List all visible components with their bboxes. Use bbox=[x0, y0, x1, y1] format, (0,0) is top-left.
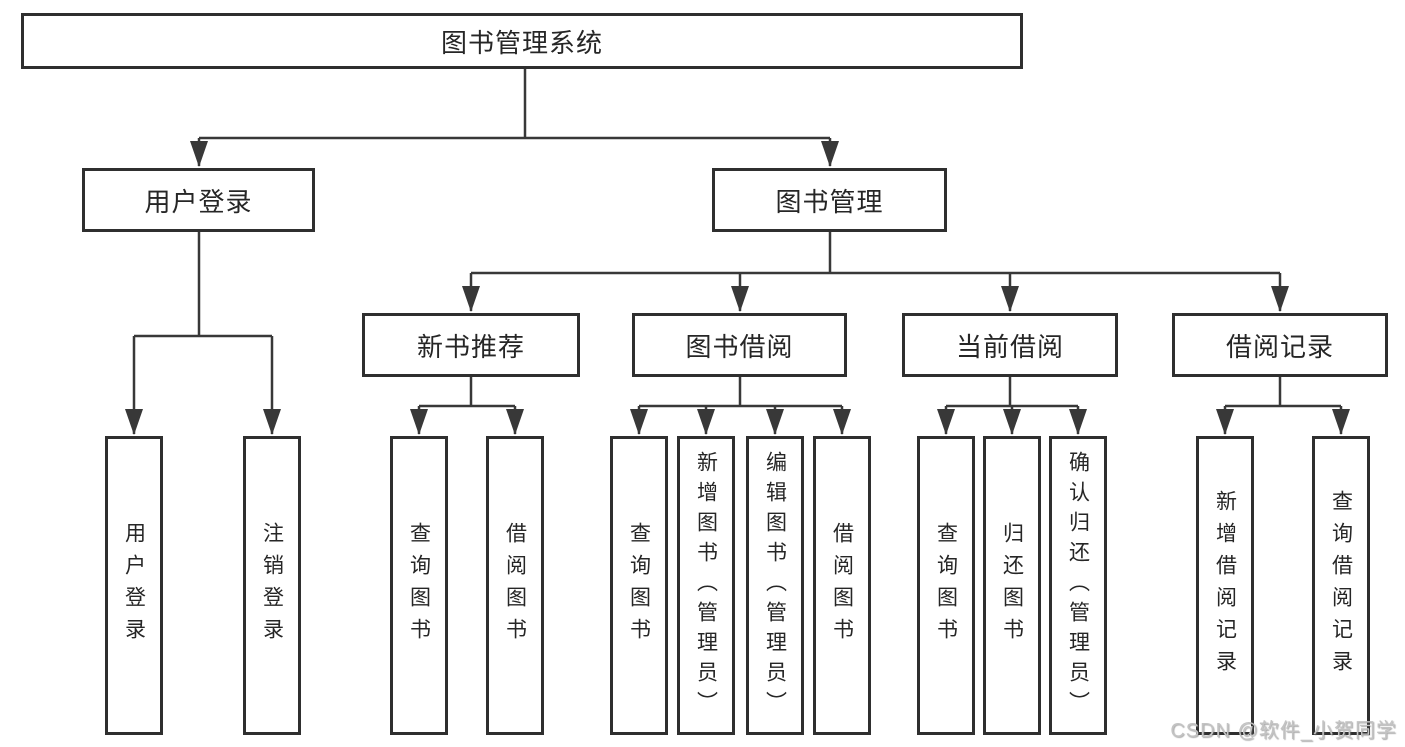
leaf-return-book: 归还图书 bbox=[983, 436, 1041, 735]
leaf-confirm-return-admin-label: 确认归还（管理员） bbox=[1066, 450, 1090, 721]
leaf-borrow-book-2-label: 借阅图书 bbox=[830, 521, 854, 650]
node-current-borrow-label: 当前借阅 bbox=[955, 331, 1064, 362]
leaf-user-login: 用户登录 bbox=[105, 436, 163, 735]
node-book-borrow-label: 图书借阅 bbox=[685, 331, 794, 362]
leaf-add-borrow-record-label: 新增借阅记录 bbox=[1213, 489, 1237, 682]
connector-book-borrow-to-leaves bbox=[630, 377, 851, 435]
node-root-label: 图书管理系统 bbox=[440, 27, 603, 58]
leaf-add-book-admin-label: 新增图书（管理员） bbox=[694, 450, 718, 721]
node-current-borrow: 当前借阅 bbox=[902, 313, 1118, 377]
connector-root-to-level2 bbox=[190, 69, 839, 167]
node-new-book-recommend: 新书推荐 bbox=[362, 313, 580, 377]
leaf-borrow-book-1: 借阅图书 bbox=[486, 436, 544, 735]
leaf-query-book-3: 查询图书 bbox=[917, 436, 975, 735]
leaf-confirm-return-admin: 确认归还（管理员） bbox=[1049, 436, 1107, 735]
leaf-borrow-book-2: 借阅图书 bbox=[813, 436, 871, 735]
leaf-query-book-1: 查询图书 bbox=[390, 436, 448, 735]
node-borrow-records-label: 借阅记录 bbox=[1225, 331, 1334, 362]
leaf-query-borrow-record-label: 查询借阅记录 bbox=[1329, 489, 1353, 682]
leaf-query-book-1-label: 查询图书 bbox=[407, 521, 431, 650]
connector-new-book-to-leaves bbox=[410, 377, 524, 435]
leaf-logout: 注销登录 bbox=[243, 436, 301, 735]
csdn-watermark: CSDN @软件_小贺同学 bbox=[1170, 720, 1397, 742]
node-root: 图书管理系统 bbox=[21, 13, 1023, 69]
leaf-edit-book-admin: 编辑图书（管理员） bbox=[746, 436, 804, 735]
leaf-return-book-label: 归还图书 bbox=[1000, 521, 1024, 650]
leaf-query-borrow-record: 查询借阅记录 bbox=[1312, 436, 1370, 735]
node-user-login-label: 用户登录 bbox=[144, 186, 253, 217]
node-user-login: 用户登录 bbox=[82, 168, 315, 232]
leaf-query-book-2: 查询图书 bbox=[610, 436, 668, 735]
leaf-add-borrow-record: 新增借阅记录 bbox=[1196, 436, 1254, 735]
node-book-borrow: 图书借阅 bbox=[632, 313, 847, 377]
connector-book-management-to-level3 bbox=[462, 232, 1289, 312]
leaf-query-book-2-label: 查询图书 bbox=[627, 521, 651, 650]
leaf-query-book-3-label: 查询图书 bbox=[934, 521, 958, 650]
node-new-book-recommend-label: 新书推荐 bbox=[416, 331, 525, 362]
connector-current-borrow-to-leaves bbox=[937, 377, 1087, 435]
node-book-management: 图书管理 bbox=[712, 168, 947, 232]
leaf-edit-book-admin-label: 编辑图书（管理员） bbox=[763, 450, 787, 721]
leaf-logout-label: 注销登录 bbox=[260, 521, 284, 650]
node-borrow-records: 借阅记录 bbox=[1172, 313, 1388, 377]
leaf-add-book-admin: 新增图书（管理员） bbox=[677, 436, 735, 735]
connector-user-login-to-leaves bbox=[125, 232, 281, 435]
leaf-borrow-book-1-label: 借阅图书 bbox=[503, 521, 527, 650]
node-book-management-label: 图书管理 bbox=[775, 186, 884, 217]
connector-borrow-records-to-leaves bbox=[1216, 377, 1350, 435]
leaf-user-login-label: 用户登录 bbox=[122, 521, 146, 650]
